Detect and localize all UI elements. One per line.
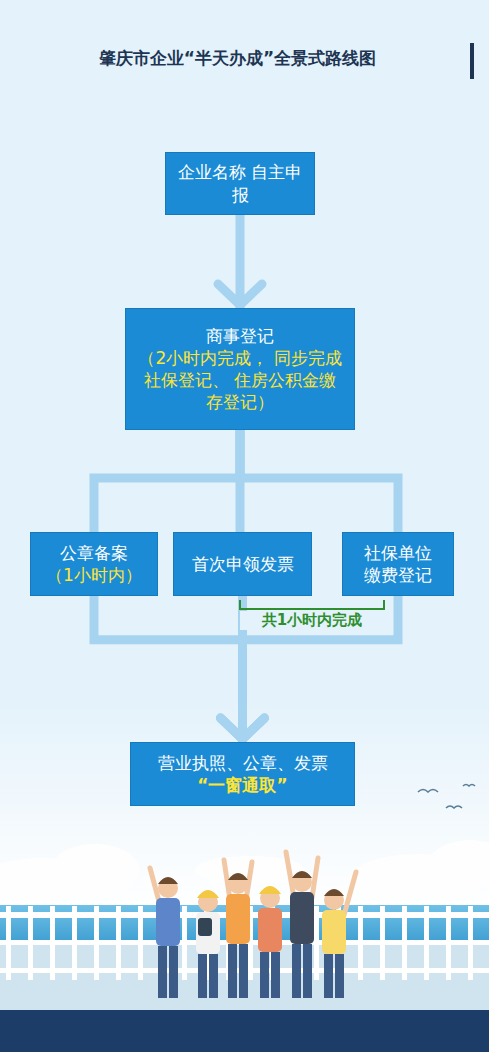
sky (0, 700, 489, 910)
arrow-head (218, 284, 262, 305)
diagram-title: 肇庆市企业“半天办成”全景式路线图 (10, 47, 465, 69)
process-box: 企业名称 自主申报 (165, 152, 315, 215)
bottom-band (0, 1010, 489, 1052)
box-heading: 营业执照、公章、发票 (158, 752, 328, 774)
box-heading: 首次申领发票 (192, 553, 294, 575)
clouds (0, 840, 489, 902)
time-note: 共1小时内完成 (240, 611, 384, 630)
box-heading: 商事登记 (206, 325, 274, 347)
box-heading: 社保单位 缴费登记 (353, 542, 443, 586)
bracket (240, 600, 384, 609)
people (150, 852, 356, 998)
connector-line (94, 430, 240, 532)
connector-line (240, 430, 398, 532)
process-box: 商事登记（2小时内完成， 同步完成社保登记、 住房公积金缴存登记） (125, 308, 355, 430)
box-note: “一窗通取” (197, 774, 287, 796)
process-box: 营业执照、公章、发票“一窗通取” (130, 742, 355, 806)
box-heading: 公章备案 (60, 542, 128, 564)
box-heading: 企业名称 自主申报 (176, 161, 304, 205)
process-box: 社保单位 缴费登记 (342, 532, 454, 596)
birds (418, 785, 475, 809)
flow-connector (218, 215, 262, 308)
process-box: 公章备案（1小时内） (30, 532, 158, 596)
connector-line (236, 215, 245, 308)
box-note: （2小时内完成， 同步完成社保登记、 住房公积金缴存登记） (136, 347, 344, 413)
flow-connector (240, 430, 398, 532)
corner-bar (470, 43, 474, 79)
flow-connector (221, 596, 399, 742)
flow-connector (94, 596, 265, 742)
flow-connector (94, 430, 240, 532)
process-box: 首次申领发票 (173, 532, 312, 596)
box-note: （1小时内） (46, 564, 142, 586)
arrow-head (221, 718, 265, 739)
